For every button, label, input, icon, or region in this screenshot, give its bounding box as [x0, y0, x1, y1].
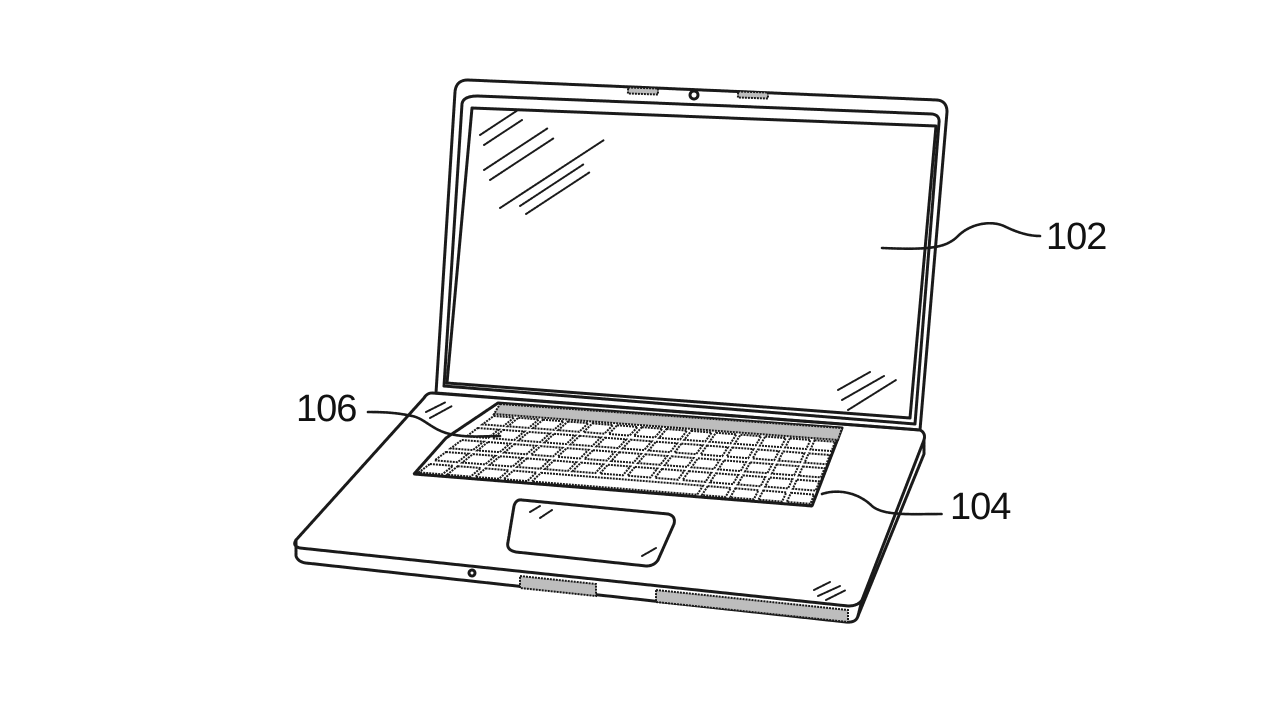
display-screen	[445, 106, 938, 420]
keyboard-key	[516, 430, 553, 444]
palm-rest	[293, 391, 926, 608]
keyboard-key	[501, 469, 539, 483]
front-vent-right	[655, 588, 849, 624]
keyboard-key	[763, 476, 794, 490]
keyboard-key	[750, 448, 781, 462]
screen-glare-top-left	[479, 109, 605, 215]
keyboard	[412, 401, 844, 508]
trackpad[interactable]	[506, 498, 676, 568]
keyboard-key	[431, 450, 471, 464]
keyboard-key	[505, 416, 542, 429]
keyboard-keys	[416, 414, 837, 505]
keyboard-key	[707, 431, 739, 445]
keyboard-key	[459, 453, 498, 466]
keyboard-key	[542, 432, 578, 446]
keyboard-key	[542, 459, 579, 473]
keyboard-key	[716, 459, 748, 473]
keyboard-key	[733, 433, 763, 447]
keyboard-key	[783, 437, 813, 451]
keyboard-key	[620, 438, 654, 452]
keyboard-key	[682, 429, 714, 443]
keyboard-key	[770, 463, 800, 477]
keyboard-key	[724, 446, 756, 460]
keyboard-key	[689, 457, 722, 471]
keyboard-key	[777, 450, 806, 464]
keyboard-key	[479, 414, 517, 428]
keyboard-key	[597, 463, 633, 477]
keyboard-key	[791, 478, 821, 492]
leader-106	[366, 410, 502, 438]
keyboard-key	[581, 422, 616, 435]
corner-hatch	[813, 581, 847, 601]
keyboard-key	[609, 451, 644, 464]
keyboard-key	[743, 461, 774, 475]
base-housing	[293, 391, 926, 624]
space-bar-key	[529, 471, 705, 496]
screen-glare-bottom-right	[837, 371, 897, 411]
keyboard-key	[568, 434, 604, 448]
keyboard-key	[487, 455, 525, 468]
keyboard-key	[635, 453, 670, 466]
keyboard-key	[680, 470, 714, 483]
keyboard-key	[530, 418, 567, 431]
keyboard-key	[625, 465, 660, 479]
camera-icon	[688, 89, 700, 101]
keyboard-key	[728, 487, 761, 501]
keyboard-key	[708, 472, 740, 486]
keyboard-key	[447, 438, 487, 452]
keyboard-key	[672, 442, 705, 456]
keyboard-key	[416, 462, 456, 476]
keyboard-key	[758, 435, 788, 449]
keyboard-key	[797, 465, 827, 479]
keyboard-key	[646, 440, 680, 454]
keyboard-key	[570, 461, 606, 475]
leader-104	[820, 490, 944, 516]
keyboard-key	[736, 474, 767, 488]
keyboard-key	[657, 427, 689, 441]
leader-102	[880, 222, 1042, 250]
keyboard-key	[653, 467, 687, 481]
display-lid	[434, 78, 949, 432]
reference-label-102: 102	[1046, 216, 1107, 258]
reference-label-106: 106	[296, 388, 357, 430]
keyboard-key	[474, 440, 513, 454]
keyboard-key	[803, 452, 832, 466]
keyboard-key	[700, 485, 733, 499]
keyboard-key	[472, 467, 512, 480]
keyboard-key	[785, 491, 816, 505]
keyboard-key	[809, 439, 837, 453]
keyboard-key	[662, 455, 696, 468]
keyboard-key	[756, 489, 788, 503]
keyboard-key	[631, 426, 665, 439]
reference-label-104: 104	[950, 486, 1011, 528]
keyboard-key	[501, 443, 539, 456]
keyboard-key	[606, 424, 640, 437]
front-vent-left	[519, 574, 597, 598]
keyboard-key	[514, 457, 552, 470]
keyboard-key	[528, 445, 565, 458]
keyboard-key	[444, 465, 484, 478]
keyboard-key	[594, 436, 629, 450]
keyboard-key	[582, 449, 617, 462]
keyboard-key	[555, 447, 591, 460]
palm-rest-glare	[425, 401, 453, 419]
keyboard-key	[698, 444, 730, 458]
keyboard-key	[555, 420, 591, 433]
indicator-light-icon	[467, 568, 477, 578]
